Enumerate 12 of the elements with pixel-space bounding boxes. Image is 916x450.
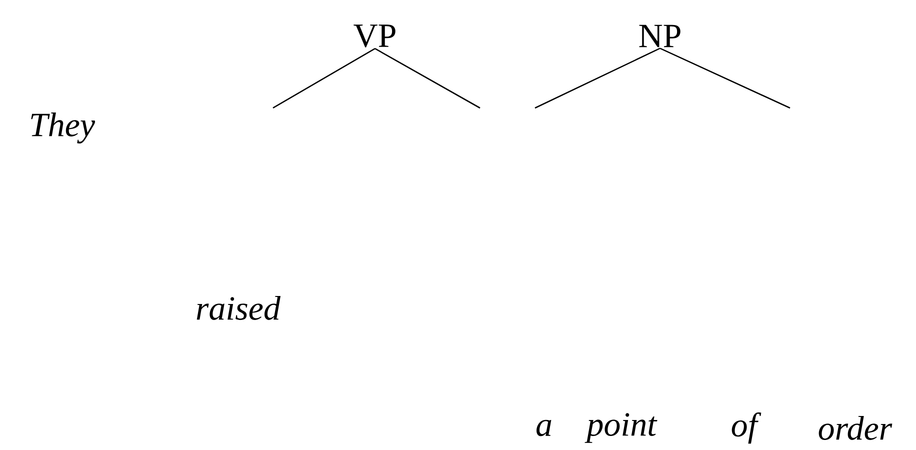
word: They xyxy=(31,112,96,144)
word: order xyxy=(818,416,892,440)
tree-branch xyxy=(272,48,376,109)
word: of xyxy=(732,412,762,444)
word: point xyxy=(584,413,658,443)
tree-branch xyxy=(534,48,660,109)
tree-branch xyxy=(374,48,480,109)
category-label: NP xyxy=(639,24,680,48)
category-label: VP xyxy=(354,24,396,48)
word: a xyxy=(536,420,552,436)
tree-branch xyxy=(660,48,790,109)
word: raised xyxy=(196,296,281,320)
